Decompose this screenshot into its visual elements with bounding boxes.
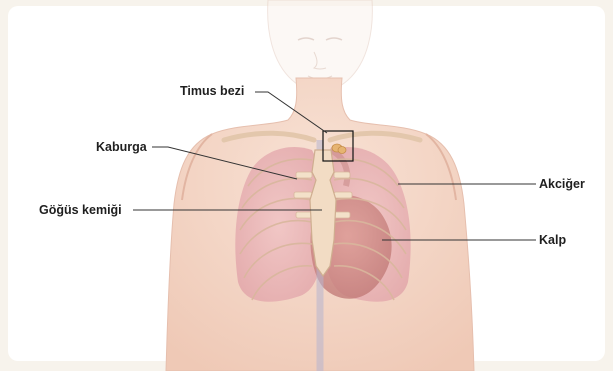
label-heart: Kalp: [539, 233, 566, 247]
label-rib: Kaburga: [96, 140, 147, 154]
label-sternum: Göğüs kemiği: [39, 203, 122, 217]
label-lung: Akciğer: [539, 177, 585, 191]
label-thymus: Timus bezi: [180, 84, 244, 98]
